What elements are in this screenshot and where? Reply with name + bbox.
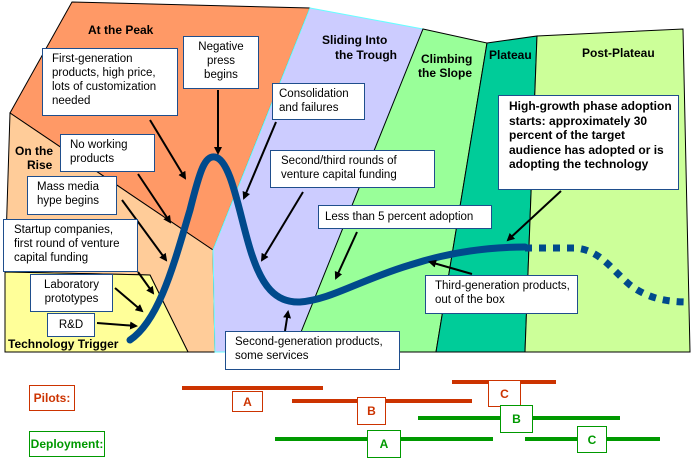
phase-peak-label: At the Peak	[88, 23, 154, 37]
arrow-second-gen	[283, 310, 292, 332]
arrow-rd	[96, 321, 138, 330]
callout-arrows	[96, 90, 562, 332]
arrow-startup	[137, 271, 155, 295]
phase-rise-label-1: On the	[15, 144, 53, 158]
pilots-label: Pilots:	[29, 385, 75, 411]
phase-post-plateau-label: Post-Plateau	[582, 46, 655, 60]
callout-no-working: No working products	[60, 134, 155, 172]
arrow-no-working	[137, 173, 172, 224]
phase-trigger-label: Technology Trigger	[8, 337, 119, 351]
callout-mass-media: Mass media hype begins	[27, 176, 117, 215]
phase-slope-label-1: Climbing	[421, 52, 472, 66]
arrow-third-gen	[428, 259, 473, 275]
phase-trough-label-2: the Trough	[335, 48, 397, 62]
arrow-first-gen	[149, 119, 187, 180]
callout-less-than-5: Less than 5 percent adoption	[318, 205, 492, 229]
phase-trough-label-1: Sliding Into	[322, 33, 387, 47]
callout-lab: Laboratory prototypes	[30, 274, 113, 312]
phase-slope-label-2: the Slope	[418, 66, 472, 80]
callout-second-third: Second/third rounds of venture capital f…	[270, 150, 435, 188]
callout-third-gen: Third-generation products, out of the bo…	[425, 275, 578, 314]
callout-consolidation: Consolidation and failures	[272, 83, 365, 120]
phase-plateau-label: Plateau	[489, 48, 532, 62]
arrow-second-third	[260, 191, 304, 262]
arrow-high-growth	[506, 190, 562, 242]
callout-first-gen: First-generation products, high price, l…	[42, 48, 178, 116]
hype-curve-projection	[525, 244, 691, 306]
arrow-lab	[114, 287, 144, 313]
pilot-c-marker: C	[488, 380, 521, 407]
deployment-b-marker: B	[500, 405, 533, 433]
deployment-c-marker: C	[577, 426, 607, 453]
callout-startup: Startup companies, first round of ventur…	[3, 219, 138, 272]
arrow-consolidation	[242, 121, 277, 200]
callout-negative-press: Negative press begins	[183, 36, 259, 89]
arrow-less-than-5	[334, 231, 358, 280]
callout-high-growth: High-growth phase adoption starts: appro…	[498, 95, 679, 190]
callout-second-gen: Second-generation products, some service…	[225, 331, 400, 370]
pilot-a-marker: A	[232, 391, 263, 412]
deployment-label: Deployment:	[29, 431, 105, 457]
arrow-mass-media	[121, 199, 168, 262]
phase-rise-label-2: Rise	[27, 158, 53, 172]
hype-curve	[126, 153, 529, 344]
callout-rd: R&D	[47, 313, 95, 337]
pilot-b-marker: B	[357, 397, 386, 425]
deployment-a-marker: A	[367, 430, 401, 458]
